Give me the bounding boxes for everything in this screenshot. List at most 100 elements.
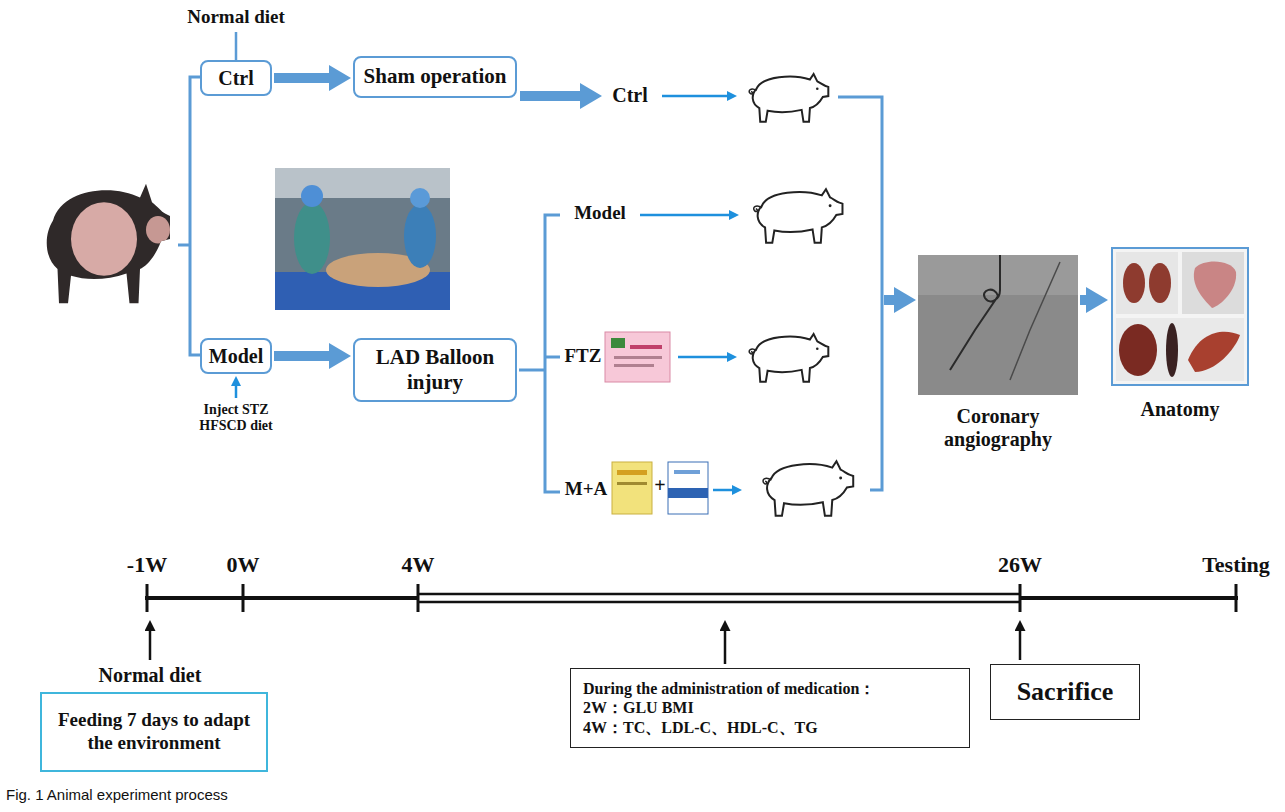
pointer-arrow — [149, 631, 152, 660]
photo-ground — [275, 168, 450, 310]
group-label: Model — [567, 202, 633, 224]
flow-arrow — [884, 295, 894, 305]
photo-head — [301, 185, 323, 207]
step-label: Anatomy — [1130, 398, 1230, 421]
m-drug-box — [612, 462, 652, 514]
figure-caption: Fig. 1 Animal experiment process — [6, 786, 228, 803]
thin-arrow — [678, 356, 727, 359]
pig-icon — [749, 74, 828, 122]
note-box: Feeding 7 days to adapt the environment — [40, 692, 268, 772]
bracket-line — [545, 215, 560, 492]
photo-surgeon — [404, 204, 436, 268]
node-text: Sacrifice — [1017, 676, 1114, 707]
timeline — [145, 584, 1238, 664]
node-text: Sham operation — [364, 64, 507, 89]
thin-arrow — [713, 489, 732, 492]
time-label: Testing — [1194, 552, 1278, 577]
node-text: 2W：GLU BMI — [583, 698, 694, 717]
timeline-line — [1020, 596, 1238, 600]
drug-band — [614, 364, 654, 367]
node-text: During the administration of medication： — [583, 679, 875, 698]
catheter-line — [950, 255, 1000, 370]
time-label: -1W — [119, 552, 175, 577]
pointer-arrow — [1019, 631, 1022, 660]
photo-panel — [1116, 318, 1244, 381]
drug-box — [605, 332, 670, 382]
timeline-line — [418, 593, 1020, 596]
pig-patch — [71, 202, 137, 276]
bracket-line — [178, 244, 190, 247]
timeline-line — [418, 601, 1020, 604]
angiography-image — [918, 255, 1078, 395]
pig-photo — [26, 170, 176, 313]
timeline-tick — [242, 584, 245, 612]
anatomy-photos — [1112, 248, 1248, 385]
split-bracket — [178, 77, 200, 355]
pointer-arrow — [724, 631, 727, 664]
treatment-label: Inject STZ HFSCD diet — [186, 402, 286, 434]
photo-surgeon — [294, 202, 330, 274]
group-label: M+A — [563, 478, 609, 500]
drug-band — [617, 470, 647, 475]
note-box: During the administration of medication：… — [570, 668, 970, 748]
surgery-photo — [275, 168, 450, 310]
flow-arrow — [274, 73, 329, 83]
thin-arrow — [640, 214, 729, 217]
process-box: Sham operation — [353, 56, 517, 98]
inject-arrow — [235, 386, 238, 398]
node-text: 4W：TC、LDL-C、HDL-C、TG — [583, 718, 818, 737]
timeline-tick — [1235, 584, 1238, 612]
pig-icon — [754, 189, 843, 243]
thin-arrow — [662, 95, 727, 98]
photo-head — [410, 188, 430, 208]
drug-mark — [611, 338, 625, 348]
kidney — [1123, 263, 1145, 303]
timeline-tick — [146, 584, 149, 612]
diet-label: Normal diet — [171, 6, 301, 28]
group-box: Ctrl — [200, 60, 272, 96]
bracket-line — [545, 356, 560, 359]
group-label: Ctrl — [602, 84, 658, 107]
node-text: Model — [209, 344, 263, 368]
a-drug-box — [668, 462, 708, 514]
flow-arrow — [274, 351, 329, 361]
node-text: LAD Balloon injury — [361, 345, 509, 395]
group-label: FTZ — [561, 345, 605, 367]
time-label: 0W — [218, 552, 268, 577]
diet-label: Normal diet — [85, 664, 215, 687]
kidney — [1149, 263, 1171, 303]
time-label: 4W — [393, 552, 443, 577]
leader-line — [235, 32, 238, 60]
group-box: Model — [200, 338, 272, 374]
photo-frame — [1112, 248, 1248, 385]
drug-band — [674, 470, 700, 474]
pancreas — [1188, 332, 1240, 372]
catheter-line — [1010, 262, 1060, 380]
pig-icon — [749, 334, 828, 382]
drug-band — [668, 488, 708, 498]
angio-ground — [918, 255, 1078, 395]
timeline-line — [145, 596, 418, 600]
photo-panel — [1182, 252, 1244, 314]
photo-panel — [1116, 252, 1178, 314]
process-box: LAD Balloon injury — [353, 338, 517, 402]
drug-band — [614, 356, 662, 359]
merge-bracket — [838, 97, 882, 490]
plus-sign: + — [653, 474, 667, 497]
drug-box — [668, 462, 708, 514]
pig-snout — [146, 216, 170, 244]
pig-body — [26, 170, 176, 313]
drug-box — [612, 462, 652, 514]
note-box: Sacrifice — [990, 664, 1140, 720]
step-label: Coronary angiography — [918, 405, 1078, 451]
timeline-tick — [417, 584, 420, 612]
group-bracket — [519, 215, 560, 492]
drug-band — [617, 482, 647, 485]
drug-band — [630, 345, 662, 349]
liver — [1119, 324, 1157, 376]
illustration-part — [26, 170, 176, 313]
bracket-line — [519, 369, 545, 372]
node-text: Ctrl — [218, 66, 254, 90]
timeline-tick — [1019, 584, 1022, 612]
